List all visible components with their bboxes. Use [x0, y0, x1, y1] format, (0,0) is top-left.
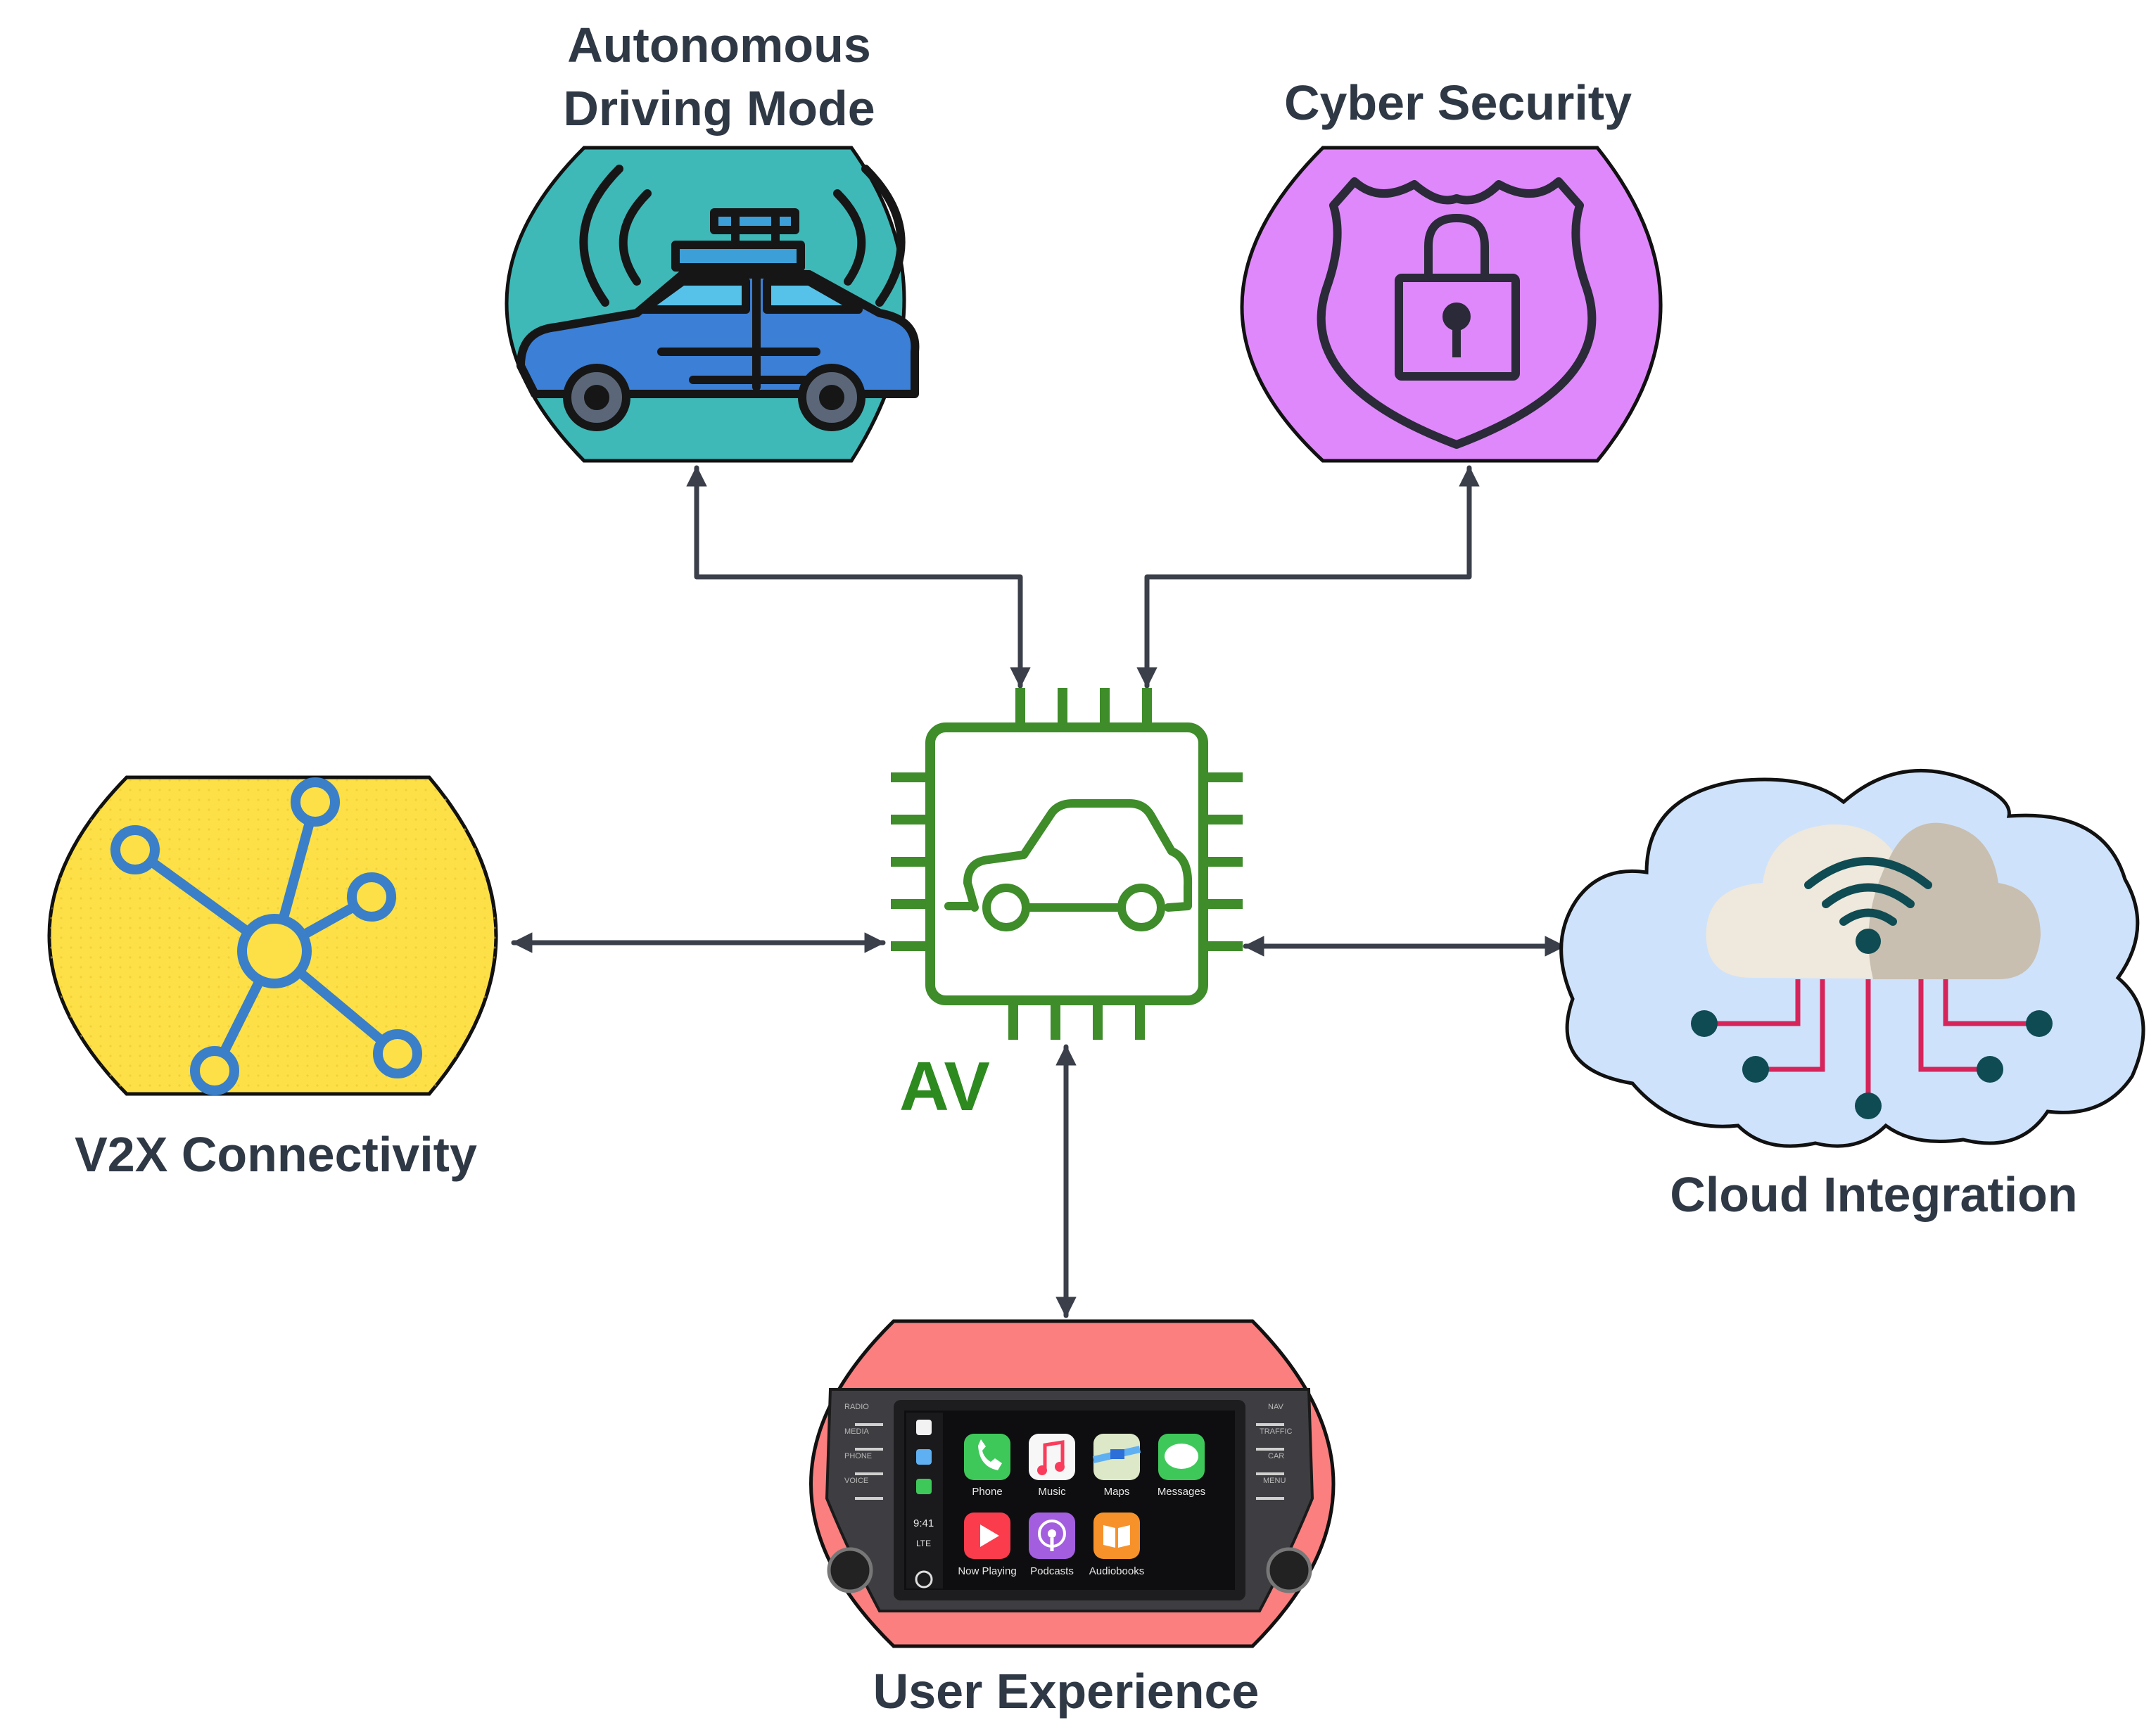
- car-icon: [944, 799, 1193, 931]
- v2x-title: V2X Connectivity: [75, 1127, 477, 1182]
- app-icon-phone[interactable]: [964, 1434, 1010, 1480]
- app-label-audiobooks: Audiobooks: [1089, 1565, 1144, 1577]
- carplay-side-label-right-3[interactable]: MENU: [1263, 1477, 1286, 1485]
- app-icon-maps[interactable]: [1092, 1434, 1141, 1480]
- edge-av-cyber: [1136, 465, 1480, 689]
- av-chip-node[interactable]: AV: [891, 688, 1243, 1125]
- app-icon-messages[interactable]: [1158, 1434, 1205, 1480]
- edges: [511, 465, 1566, 1318]
- carplay-side-label-right-1[interactable]: TRAFFIC: [1260, 1427, 1292, 1436]
- cyber-title: Cyber Security: [1284, 75, 1632, 130]
- edge-av-autonomous: [686, 465, 1031, 689]
- carplay-side-label-left-1[interactable]: MEDIA: [844, 1427, 870, 1436]
- app-label-maps: Maps: [1104, 1486, 1130, 1498]
- carplay-side-label-left-2[interactable]: PHONE: [844, 1452, 872, 1460]
- network-hub-icon: [110, 777, 422, 1095]
- app-label-podcasts: Podcasts: [1030, 1565, 1074, 1577]
- autonomous-title-line2: Driving Mode: [563, 81, 875, 136]
- cyber-security-node[interactable]: Cyber Security: [1240, 75, 1663, 463]
- app-icon-podcasts[interactable]: [1029, 1513, 1075, 1559]
- app-label-now-playing: Now Playing: [958, 1565, 1016, 1577]
- left-knob[interactable]: [827, 1547, 873, 1593]
- autonomous-title-line1: Autonomous: [567, 18, 871, 72]
- self-driving-car-icon: [516, 165, 920, 431]
- cloud-wifi-icon: [1691, 822, 2053, 1119]
- right-knob[interactable]: [1266, 1547, 1312, 1593]
- ux-title: User Experience: [873, 1664, 1260, 1719]
- app-label-music: Music: [1038, 1486, 1066, 1498]
- carplay-home-button[interactable]: [915, 1570, 933, 1588]
- cloud-integration-node[interactable]: Cloud Integration: [1559, 769, 2145, 1222]
- carplay-time: 9:41: [913, 1517, 934, 1529]
- carplay-head-unit: RADIO MEDIA PHONE VOICE NAV TRAFFIC CAR …: [825, 1388, 1314, 1612]
- v2x-connectivity-node[interactable]: V2X Connectivity: [47, 775, 498, 1182]
- carplay-side-label-left-3[interactable]: VOICE: [844, 1477, 868, 1485]
- shield-lock-icon: [1317, 177, 1597, 449]
- app-icon-audiobooks[interactable]: [1093, 1513, 1140, 1559]
- carplay-side-label-left-0[interactable]: RADIO: [844, 1403, 869, 1411]
- chip-icon: [891, 688, 1243, 1040]
- app-icon-music[interactable]: [1029, 1434, 1075, 1480]
- carplay-network: LTE: [916, 1539, 931, 1548]
- autonomous-driving-node[interactable]: Autonomous Driving Mode: [505, 18, 920, 463]
- app-label-messages: Messages: [1158, 1486, 1205, 1498]
- app-label-phone: Phone: [972, 1486, 1002, 1498]
- carplay-side-label-right-0[interactable]: NAV: [1268, 1403, 1283, 1411]
- av-label: AV: [899, 1048, 990, 1125]
- cloud-title: Cloud Integration: [1670, 1167, 2077, 1222]
- user-experience-node[interactable]: RADIO MEDIA PHONE VOICE NAV TRAFFIC CAR …: [809, 1319, 1336, 1719]
- app-icon-now-playing[interactable]: [964, 1513, 1010, 1559]
- carplay-side-label-right-2[interactable]: CAR: [1268, 1452, 1284, 1460]
